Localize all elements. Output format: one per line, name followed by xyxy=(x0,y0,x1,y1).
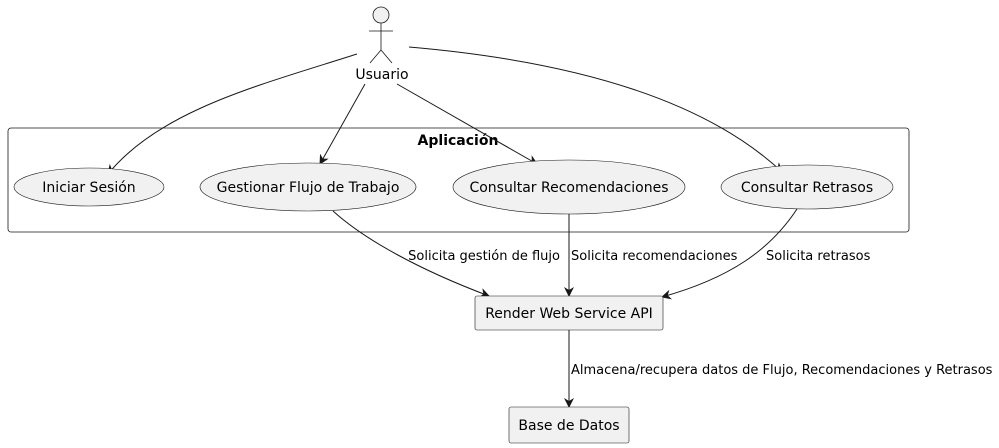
edge-actor-to-recommendations xyxy=(396,83,538,165)
edge-actor-to-workflow xyxy=(319,83,366,165)
edge-label-delays: Solicita retrasos xyxy=(766,249,871,264)
edge-actor-to-login xyxy=(107,53,358,175)
actor-right-leg xyxy=(380,49,393,64)
api-component-label: Render Web Service API xyxy=(485,306,653,322)
use-case-delays[interactable]: Consultar Retrasos xyxy=(720,164,894,210)
use-case-recommendations-label: Consultar Recomendaciones xyxy=(469,180,668,196)
use-case-workflow-label: Gestionar Flujo de Trabajo xyxy=(217,180,400,196)
use-case-delays-label: Consultar Retrasos xyxy=(741,180,873,196)
edge-label-workflow: Solicita gestión de flujo xyxy=(408,249,560,264)
use-case-recommendations[interactable]: Consultar Recomendaciones xyxy=(452,159,686,215)
database-component[interactable]: Base de Datos xyxy=(508,406,630,444)
edge-label-api-database: Almacena/recupera datos de Flujo, Recome… xyxy=(571,363,993,378)
actor-usuario[interactable]: Usuario xyxy=(355,6,409,83)
edge-actor-to-delays xyxy=(408,46,783,173)
database-component-label: Base de Datos xyxy=(518,418,619,434)
use-case-delays-shape xyxy=(720,164,894,210)
use-case-login[interactable]: Iniciar Sesión xyxy=(13,167,165,207)
actor-left-leg xyxy=(369,49,382,64)
use-case-workflow-shape xyxy=(199,162,417,212)
edge-workflow-to-api xyxy=(332,210,490,298)
actor-head xyxy=(372,6,390,24)
database-component-shape xyxy=(508,406,630,444)
system-title: Aplicación xyxy=(418,133,499,149)
use-case-login-label: Iniciar Sesión xyxy=(42,180,135,196)
use-case-login-shape xyxy=(13,167,165,207)
use-case-workflow[interactable]: Gestionar Flujo de Trabajo xyxy=(199,162,417,212)
api-component[interactable]: Render Web Service API xyxy=(474,295,664,331)
edge-delays-to-api xyxy=(661,208,798,300)
edge-label-recommendations: Solicita recomendaciones xyxy=(571,249,738,264)
actor-label: Usuario xyxy=(355,67,408,83)
